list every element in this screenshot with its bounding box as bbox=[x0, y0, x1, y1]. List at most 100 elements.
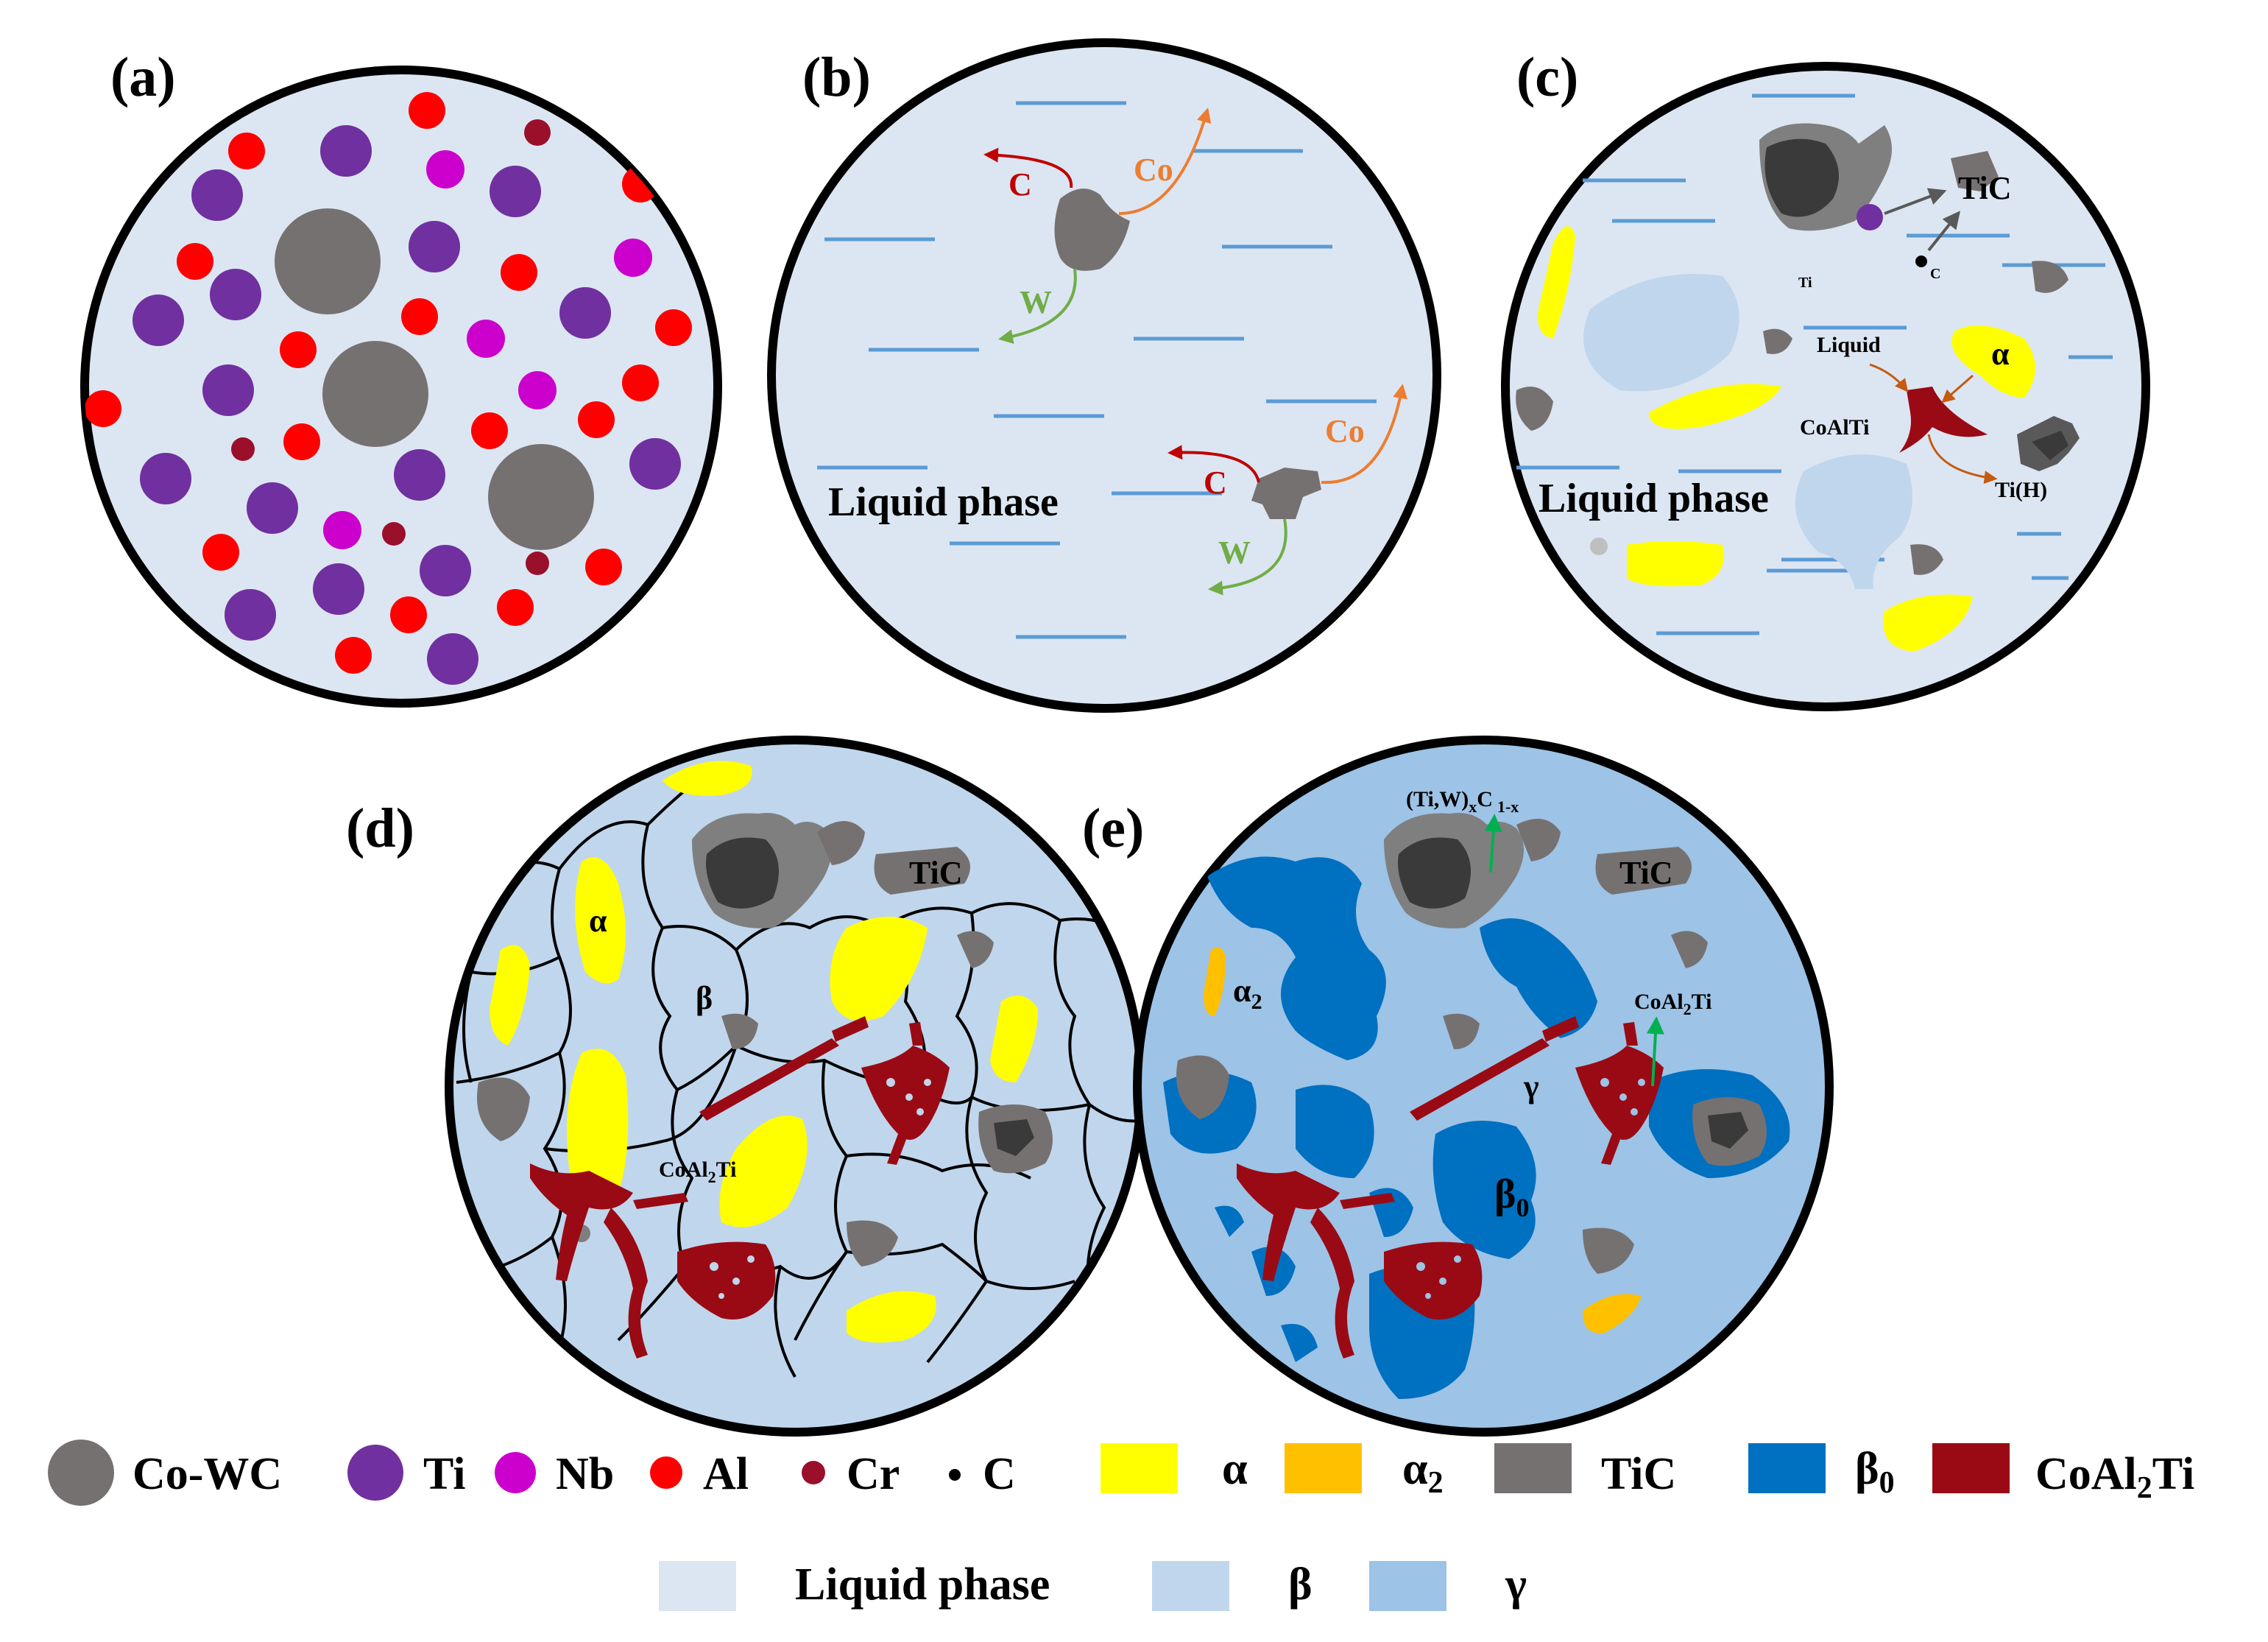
label-alpha-c: α bbox=[1991, 336, 2010, 372]
arrow-alpha-to-coalti bbox=[1941, 374, 1974, 404]
arrow-ti-to-tic bbox=[1884, 188, 1947, 215]
alpha-c1 bbox=[1538, 226, 1575, 339]
alpha-d1 bbox=[663, 761, 752, 796]
alpha-d4 bbox=[830, 917, 928, 1021]
panel-c-label: (c) bbox=[1516, 46, 1578, 108]
grey-dot-c bbox=[1590, 538, 1608, 555]
legend-item-cr: Cr bbox=[802, 1449, 900, 1499]
cr-swatch bbox=[802, 1461, 825, 1484]
nb-particle-a22 bbox=[467, 320, 505, 358]
coal2ti-network-e-holes bbox=[1416, 1078, 1645, 1299]
arrow-coalti-to-tih bbox=[1927, 434, 1998, 485]
panel-c: TiC Ti C Liquid α CoAlTi Ti(H) Liquid ph… bbox=[1501, 46, 2150, 711]
tic-particle-d7-inner bbox=[994, 1119, 1034, 1156]
legend-item-al: Al bbox=[650, 1449, 749, 1499]
al-particle-a12 bbox=[177, 243, 213, 280]
co-wc-particle-a2 bbox=[322, 341, 428, 447]
label-alpha2-e: α2 bbox=[1233, 973, 1262, 1014]
al-particle-a45 bbox=[335, 637, 372, 674]
al-particle-a6 bbox=[228, 133, 265, 169]
panel-b-label: (b) bbox=[802, 46, 871, 108]
cr-particle-a27 bbox=[231, 437, 255, 461]
tic-particle-d4 bbox=[957, 931, 994, 968]
nb-particle-a8 bbox=[426, 150, 464, 188]
tic-particle-d6 bbox=[477, 1077, 530, 1141]
al-particle-a43 bbox=[390, 596, 427, 633]
ti-particle-a9 bbox=[191, 169, 243, 221]
al-particle-a4 bbox=[409, 92, 445, 129]
tic-particle-c7-core bbox=[2032, 431, 2069, 460]
nb-particle-a24 bbox=[518, 371, 557, 409]
legend-item-beta0: β0 bbox=[1748, 1443, 1895, 1500]
alpha2-swatch bbox=[1285, 1443, 1362, 1493]
liquid-pool-2 bbox=[1795, 454, 1912, 589]
tic-particle-c3 bbox=[2032, 261, 2069, 293]
nb-swatch bbox=[495, 1452, 536, 1493]
ti-particle-a19 bbox=[559, 287, 611, 339]
co-wc-particle-a1 bbox=[275, 208, 381, 314]
ti-particle-c bbox=[1857, 204, 1883, 230]
tic-particle-e3 bbox=[1595, 847, 1692, 895]
panel-e-label: (e) bbox=[1082, 797, 1144, 859]
c-particle-c bbox=[1915, 256, 1927, 267]
legend-label-c: C bbox=[983, 1449, 1016, 1499]
tic-particle-e1-inner bbox=[1398, 837, 1471, 909]
ti-particle-a32 bbox=[394, 449, 445, 501]
tic-swatch bbox=[1494, 1443, 1572, 1493]
legend-item-gamma: γ bbox=[1369, 1560, 1527, 1611]
gamma-swatch bbox=[1369, 1561, 1446, 1611]
label-coal2ti-d: CoAl2Ti bbox=[659, 1157, 736, 1186]
alpha2-e2 bbox=[1583, 1294, 1642, 1333]
alpha-c4 bbox=[1627, 541, 1724, 587]
alpha-d2 bbox=[575, 857, 626, 984]
ti-particle-a7 bbox=[320, 125, 372, 177]
label-co-b1: Co bbox=[1134, 152, 1173, 188]
nb-particle-a35 bbox=[323, 511, 361, 549]
alpha-c3 bbox=[1951, 325, 2035, 398]
tic-particle-d8 bbox=[847, 1220, 898, 1266]
al-particle-a11 bbox=[622, 166, 659, 202]
legend-item-alpha2: α2 bbox=[1285, 1443, 1444, 1500]
al-particle-a26 bbox=[85, 390, 121, 427]
label-beta-d: β bbox=[696, 980, 713, 1016]
ti-particle-a16 bbox=[133, 295, 184, 346]
coal2ti-swatch bbox=[1932, 1443, 2010, 1493]
legend-label-cr: Cr bbox=[847, 1449, 900, 1499]
arrow-c-to-tic bbox=[1927, 211, 1960, 252]
co-wc-particle-a3 bbox=[488, 444, 594, 550]
legend-label-alpha: α bbox=[1222, 1444, 1248, 1494]
coal2ti-network-d-holes bbox=[710, 1078, 931, 1299]
al-swatch bbox=[650, 1456, 682, 1489]
al-particle-a20 bbox=[655, 309, 692, 346]
arrow-coal2ti-growth bbox=[1646, 1016, 1664, 1087]
beta0-swatch bbox=[1748, 1443, 1826, 1493]
al-particle-a28 bbox=[283, 423, 320, 460]
ti-particle-a46 bbox=[427, 633, 478, 685]
alpha-c5 bbox=[1883, 594, 1973, 652]
diffusion-arrow-c-2 bbox=[1167, 445, 1260, 483]
legend-item-nb: Nb bbox=[495, 1449, 614, 1499]
nb-particle-a15 bbox=[614, 239, 652, 277]
al-particle-a29 bbox=[471, 412, 508, 449]
al-particle-a14 bbox=[501, 254, 537, 291]
al-particle-a30 bbox=[578, 401, 615, 438]
legend-item-alpha: α bbox=[1101, 1443, 1248, 1494]
panel-b-liquid-lines bbox=[817, 101, 1377, 639]
diffusion-arrow-w-2 bbox=[1208, 518, 1287, 596]
label-co-b2: Co bbox=[1325, 413, 1365, 449]
label-tic-c: TiC bbox=[1958, 170, 2012, 206]
label-liquid-c: Liquid bbox=[1817, 333, 1881, 357]
diffusion-arrow-co-2 bbox=[1321, 384, 1407, 485]
diffusion-arrow-co-1 bbox=[1118, 108, 1212, 215]
tic-particle-c2 bbox=[1951, 151, 1999, 191]
alpha-c2 bbox=[1649, 384, 1781, 429]
cr-particle-a40 bbox=[526, 552, 549, 575]
label-c-b2: C bbox=[1204, 465, 1227, 501]
liquid-pool-1 bbox=[1583, 274, 1739, 392]
tic-particle-e6 bbox=[1176, 1055, 1229, 1119]
ti-particle-a17 bbox=[210, 269, 261, 320]
panel-a: (a) bbox=[80, 46, 722, 708]
legend-item-c: C bbox=[949, 1449, 1016, 1499]
diffusion-arrow-w-1 bbox=[998, 268, 1077, 344]
label-beta0-e: β0 bbox=[1494, 1171, 1530, 1222]
